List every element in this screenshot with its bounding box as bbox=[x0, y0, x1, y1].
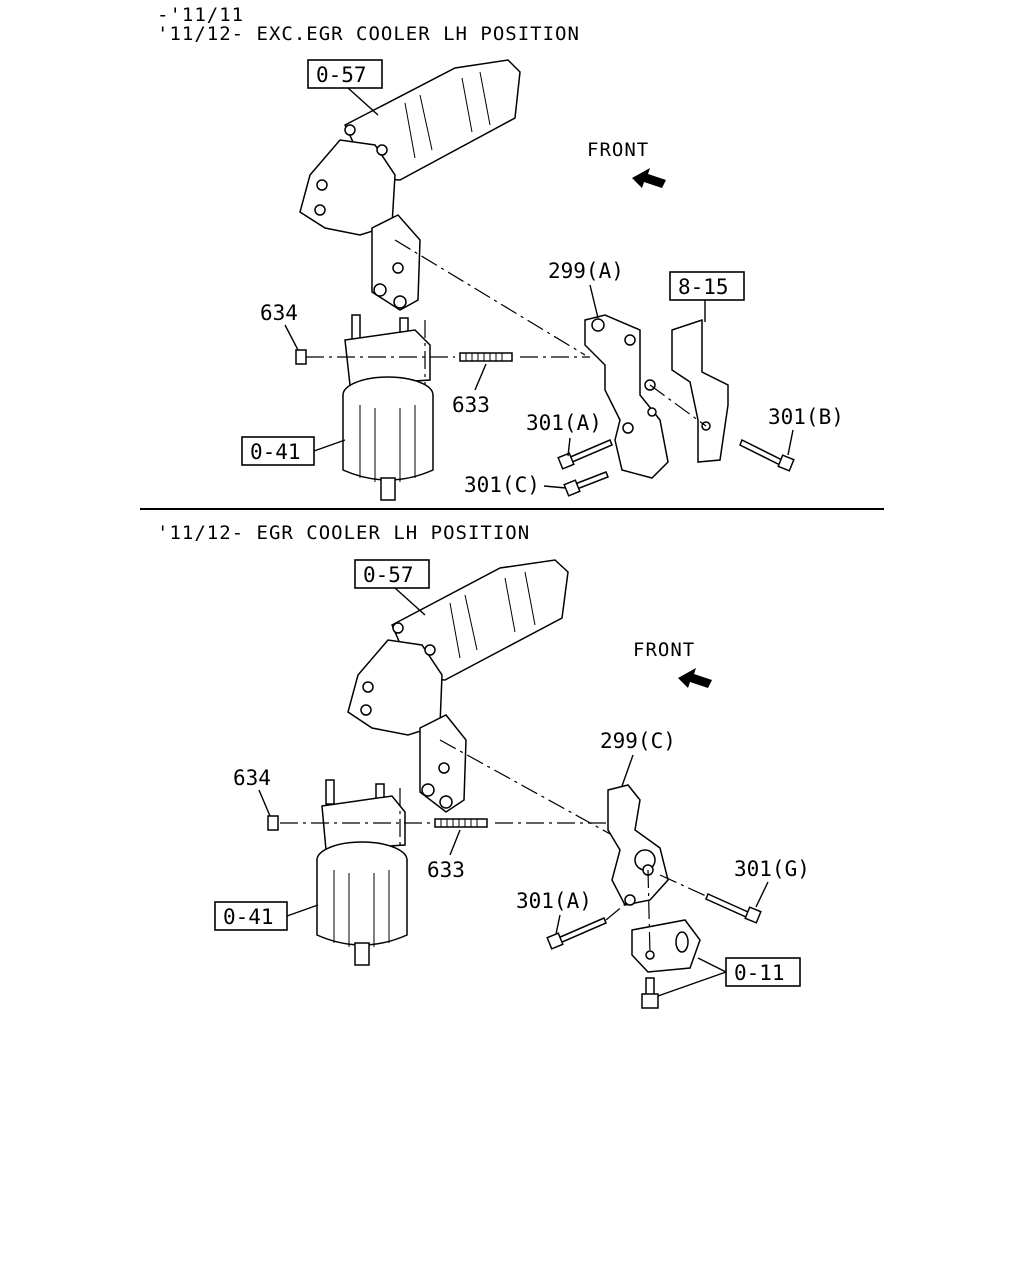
callout-bracket: 299(A) bbox=[548, 259, 624, 283]
callout-bolt-b: 301(B) bbox=[768, 405, 844, 429]
ref-box-plate-2: 0-11 bbox=[725, 957, 801, 987]
fuel-filter-drawing bbox=[316, 779, 408, 966]
bolt-icon bbox=[739, 438, 795, 472]
callout-stud: 633 bbox=[452, 393, 490, 417]
ref-label: 0-41 bbox=[250, 440, 301, 464]
section-1-header-line1: -'11/11 bbox=[157, 4, 244, 26]
bracket-drawing bbox=[584, 314, 669, 479]
callout-stud: 633 bbox=[427, 858, 465, 882]
section-2: '11/12- EGR COOLER LH POSITION 0-57 FRON… bbox=[157, 522, 810, 1009]
callout-nut: 634 bbox=[233, 766, 271, 790]
callout-bolt-c: 301(C) bbox=[464, 473, 540, 497]
egr-cooler-drawing bbox=[347, 559, 569, 813]
nut-icon bbox=[267, 815, 279, 831]
ref-label: 0-57 bbox=[363, 563, 414, 587]
bracket-drawing bbox=[607, 784, 669, 906]
ref-box-egr-2: 0-57 bbox=[354, 559, 430, 589]
ref-label: 0-11 bbox=[734, 961, 785, 985]
bolt-icon bbox=[546, 917, 607, 950]
egr-cooler-drawing bbox=[299, 59, 521, 311]
ref-label: 8-15 bbox=[678, 275, 729, 299]
callout-bracket: 299(C) bbox=[600, 729, 676, 753]
stud-icon bbox=[459, 352, 513, 362]
bolt-icon bbox=[705, 892, 762, 924]
front-label: FRONT bbox=[587, 139, 649, 161]
front-arrow-icon bbox=[678, 668, 712, 688]
callout-bolt-a: 301(A) bbox=[516, 889, 592, 913]
ref-box-filter-1: 0-41 bbox=[241, 436, 315, 466]
ref-box-filter-2: 0-41 bbox=[214, 901, 288, 931]
callout-bolt-a: 301(A) bbox=[526, 411, 602, 435]
plate-drawing bbox=[631, 919, 701, 973]
bolt-icon bbox=[557, 439, 613, 470]
nut-icon bbox=[295, 349, 307, 365]
callout-bolt-g: 301(G) bbox=[734, 857, 810, 881]
stud-icon bbox=[434, 818, 488, 828]
support-bracket-drawing bbox=[671, 318, 729, 463]
section-1: -'11/11 '11/12- EXC.EGR COOLER LH POSITI… bbox=[157, 4, 844, 501]
ref-box-egr-1: 0-57 bbox=[307, 59, 383, 89]
ref-box-bracket-1: 8-15 bbox=[669, 271, 745, 301]
front-arrow-icon bbox=[632, 168, 666, 188]
callout-nut: 634 bbox=[260, 301, 298, 325]
section-2-header-line1: '11/12- EGR COOLER LH POSITION bbox=[157, 522, 530, 544]
fuel-filter-drawing bbox=[342, 314, 434, 501]
ref-label: 0-57 bbox=[316, 63, 367, 87]
bolt-icon bbox=[641, 977, 659, 1009]
bolt-icon bbox=[563, 471, 609, 497]
section-1-header-line2: '11/12- EXC.EGR COOLER LH POSITION bbox=[157, 23, 580, 45]
ref-label: 0-41 bbox=[223, 905, 274, 929]
front-label: FRONT bbox=[633, 639, 695, 661]
